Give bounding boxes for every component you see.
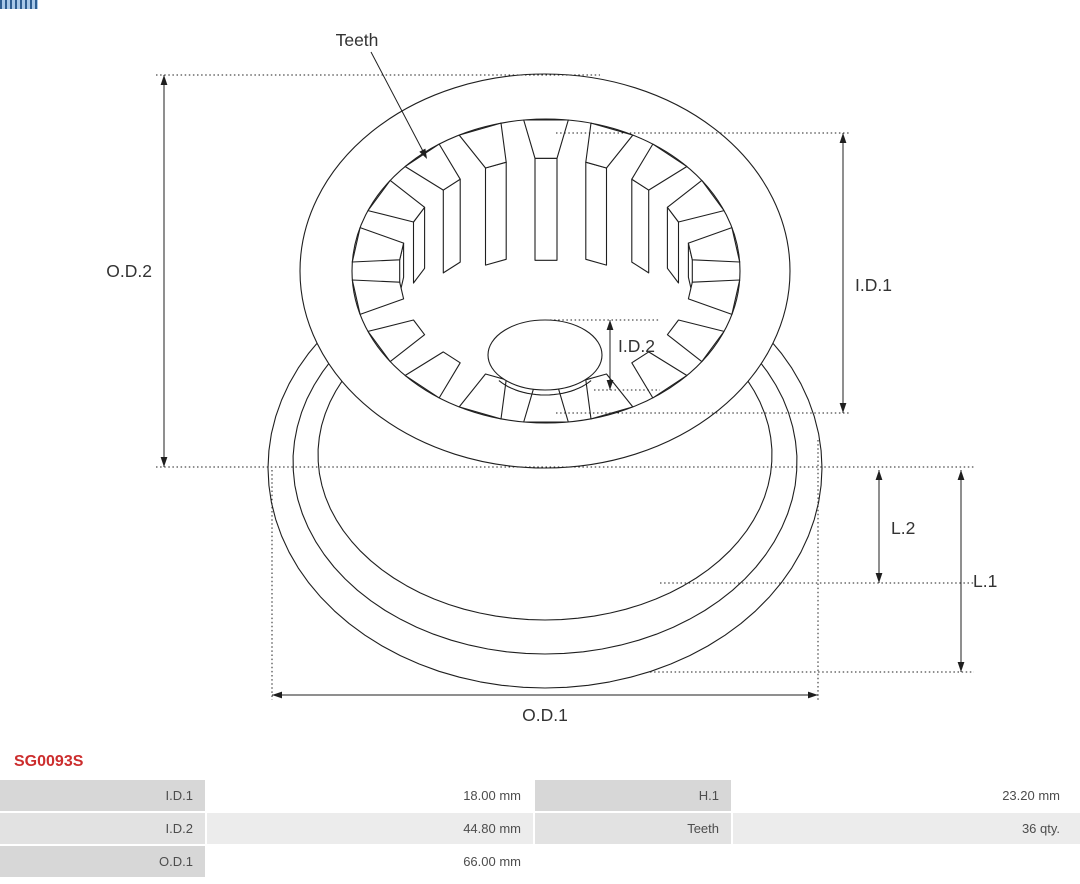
id2-label: I.D.2 [618, 336, 655, 356]
spec-value: 36 qty. [733, 813, 1080, 844]
selection-artifact [0, 0, 38, 9]
dimension-labels: Teeth O.D.2 I.D.1 I.D.2 L.2 L.1 O.D.1 [106, 30, 997, 725]
teeth-label: Teeth [336, 30, 379, 50]
spec-value: 44.80 mm [207, 813, 533, 844]
spec-key: I.D.1 [0, 780, 205, 811]
spec-table: I.D.1 18.00 mm H.1 23.20 mm I.D.2 44.80 … [0, 780, 1080, 877]
spec-value: 23.20 mm [733, 780, 1080, 811]
spec-value: 18.00 mm [207, 780, 533, 811]
spec-key: Teeth [535, 813, 731, 844]
spec-key: H.1 [535, 780, 731, 811]
id1-label: I.D.1 [855, 275, 892, 295]
part-number: SG0093S [14, 753, 84, 770]
gear-geometry [156, 51, 974, 700]
spec-key: O.D.1 [0, 846, 205, 877]
spec-value: 66.00 mm [207, 846, 533, 877]
spec-key: I.D.2 [0, 813, 205, 844]
od1-label: O.D.1 [522, 705, 568, 725]
technical-diagram: Teeth O.D.2 I.D.1 I.D.2 L.2 L.1 O.D.1 [106, 30, 997, 725]
l2-label: L.2 [891, 518, 915, 538]
spec-value [733, 846, 1080, 877]
spec-key [535, 846, 731, 877]
l1-label: L.1 [973, 571, 997, 591]
od2-label: O.D.2 [106, 261, 152, 281]
